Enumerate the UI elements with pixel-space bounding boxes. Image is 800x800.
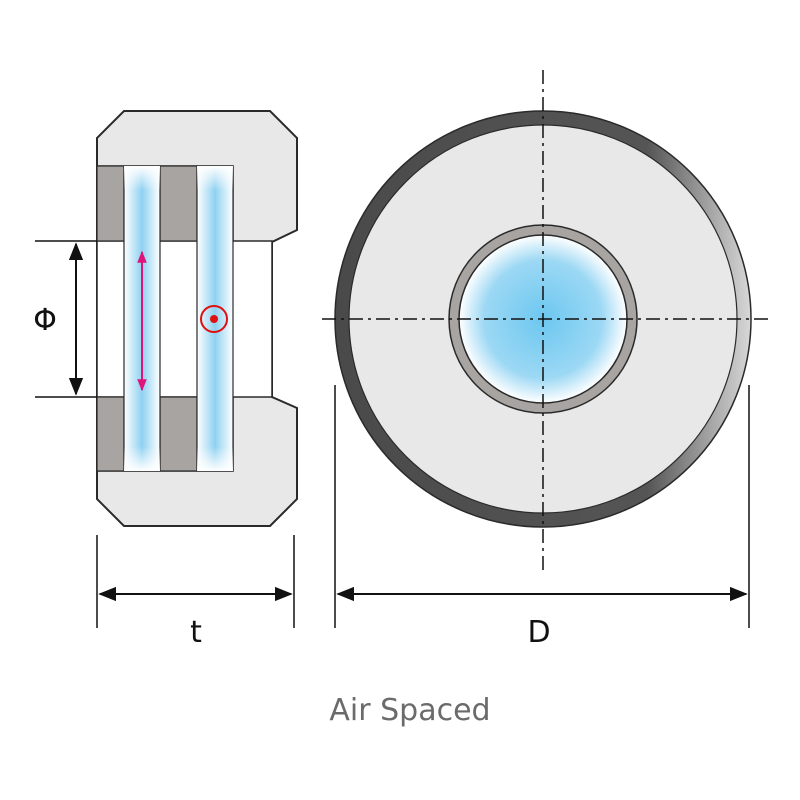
diagram-caption: Air Spaced: [329, 693, 490, 728]
thickness-label: t: [190, 615, 202, 650]
aperture-label: Φ: [33, 303, 57, 338]
polarization-dot-icon: [200, 305, 228, 333]
diameter-label: D: [527, 615, 550, 650]
spacer-top-mid: [159, 165, 198, 242]
spacer-bottom-left: [96, 396, 125, 472]
front-view: D: [322, 70, 768, 650]
side-bore-chamfer: [271, 229, 298, 409]
side-aperture-opening: [96, 240, 273, 398]
spacer-top-left: [96, 165, 125, 242]
spacer-bottom-mid: [159, 396, 198, 472]
side-view: Φ t: [33, 110, 298, 650]
